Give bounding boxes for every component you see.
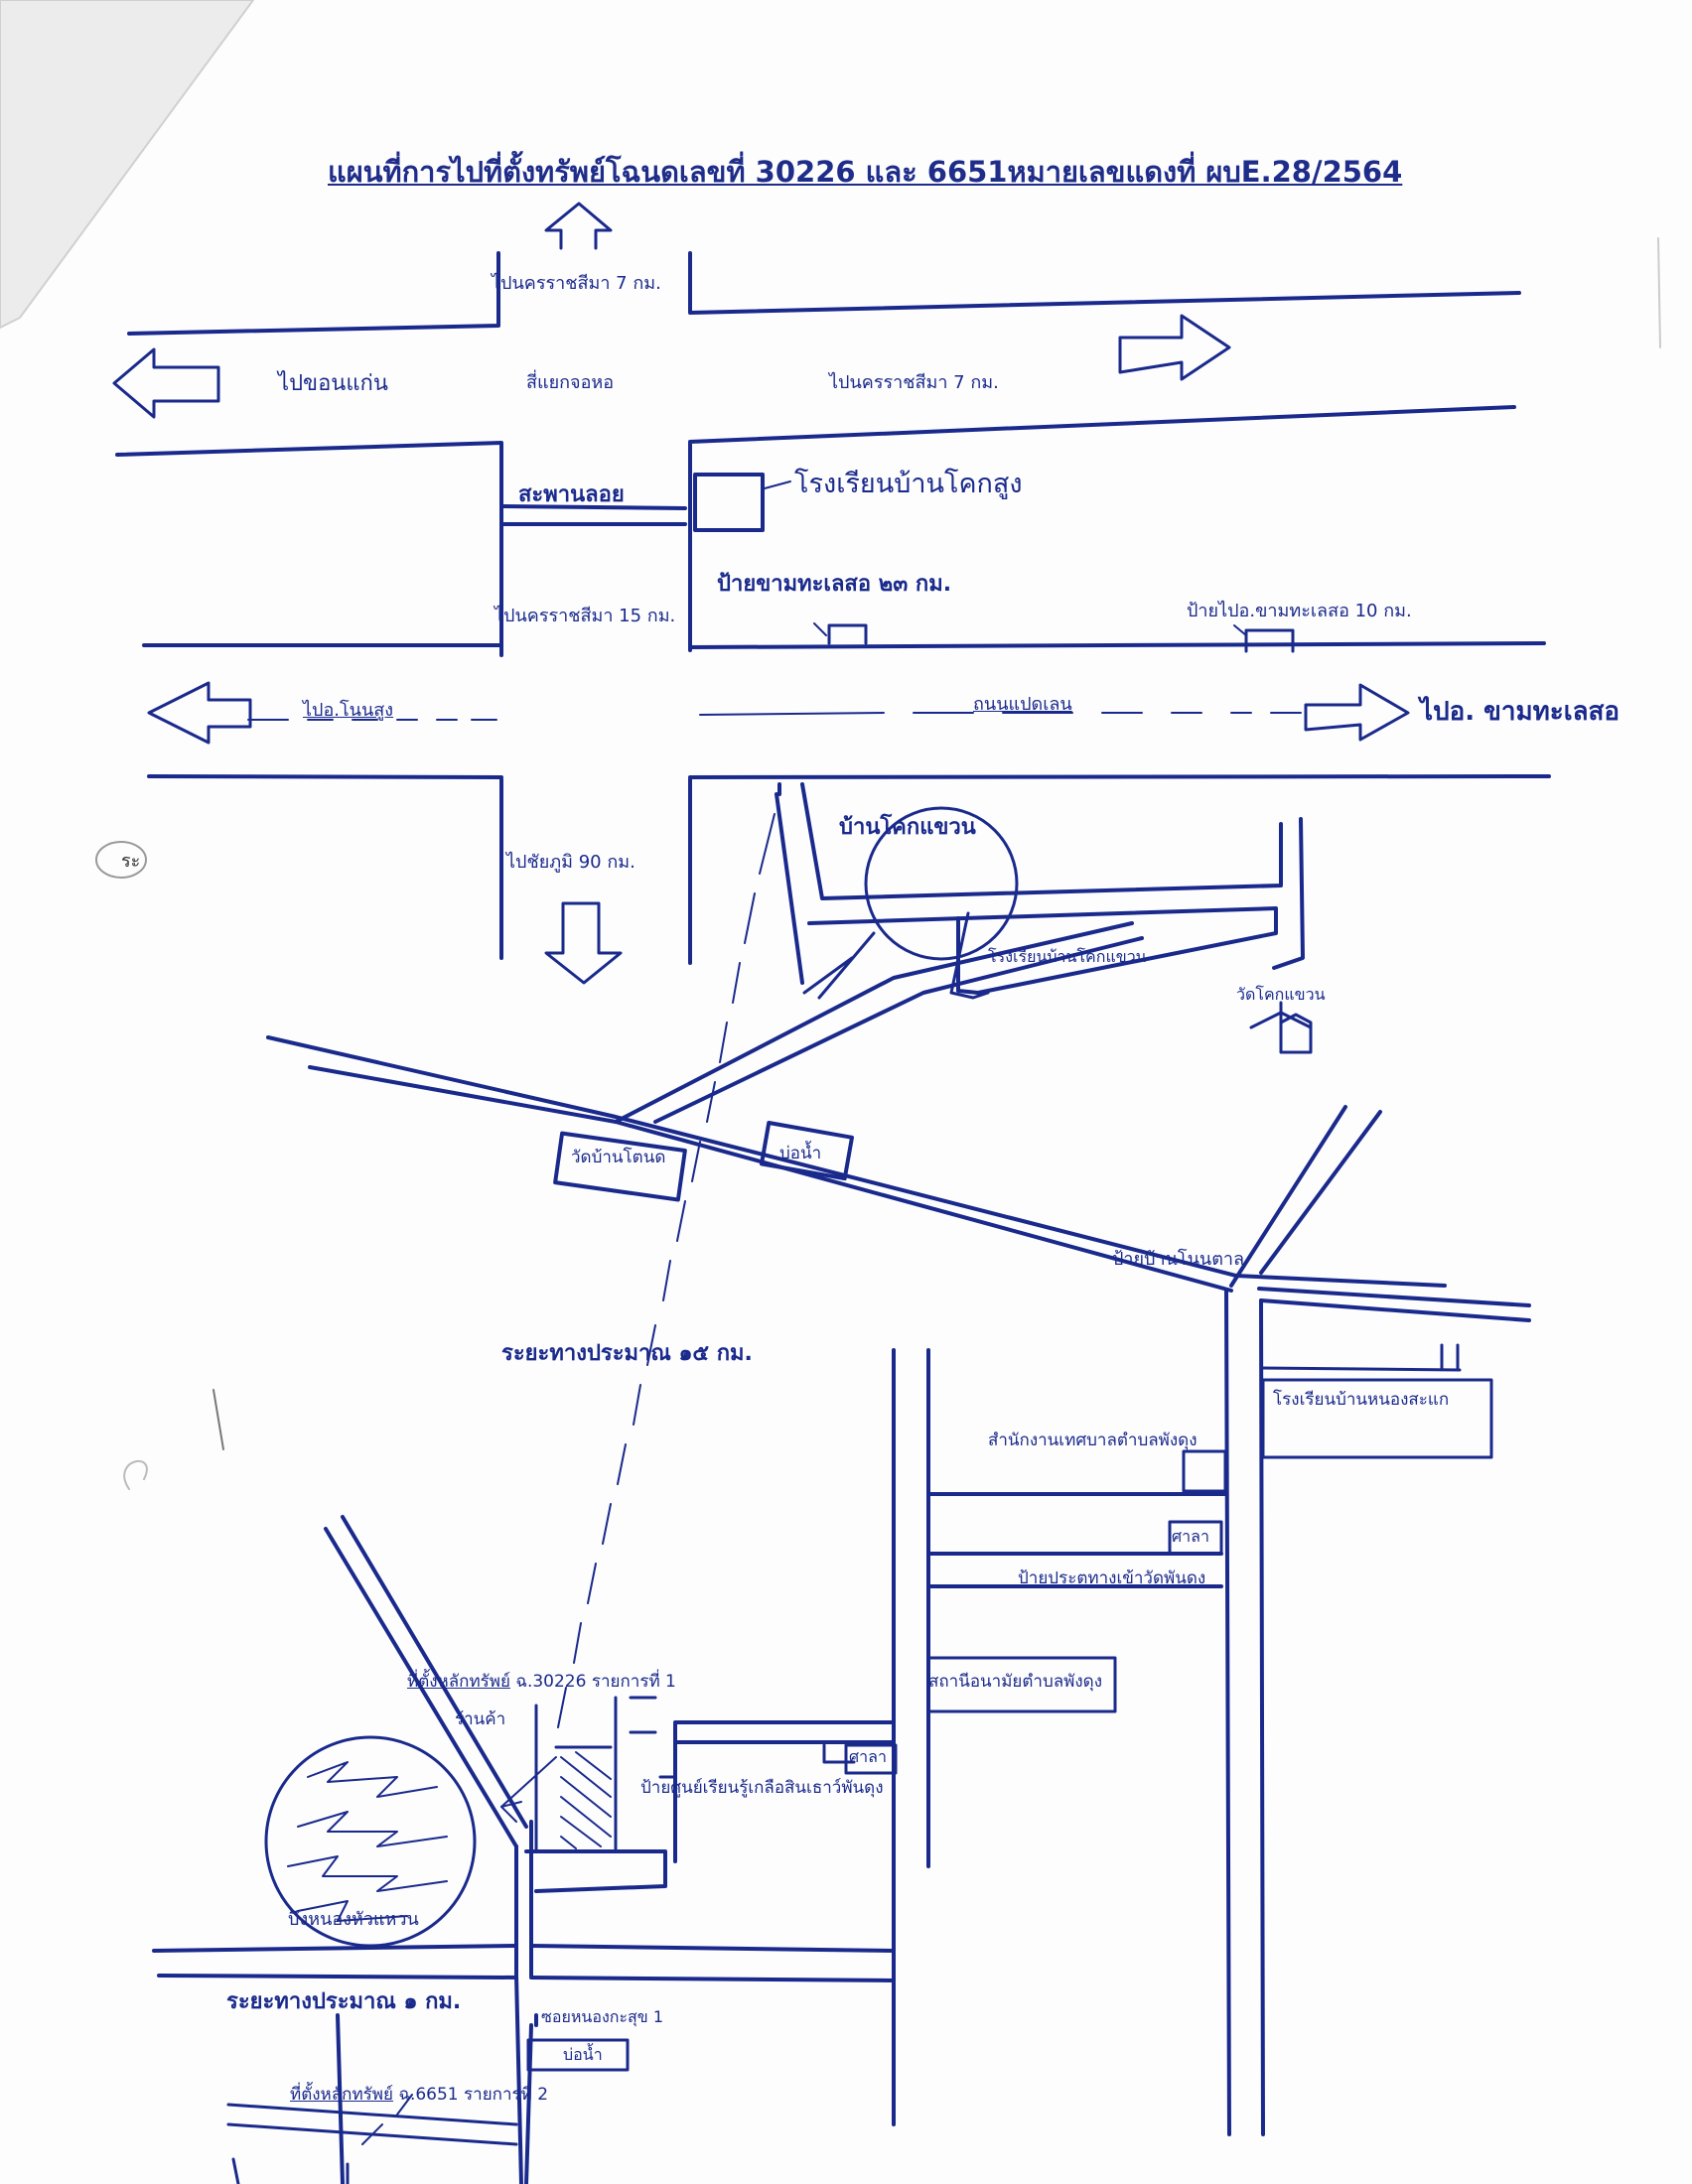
- label-learning-center-sign: ป้ายศูนย์เรียนรู้เกลือสินเธาว์พันดุง: [640, 1778, 884, 1798]
- label-health-station: สถานีอนามัยตำบลพังดุง: [928, 1672, 1103, 1692]
- road-vertical-main: [892, 1289, 1493, 2136]
- label-soi-nong-kasat: ซอยหนองกะสุข 1: [541, 2007, 663, 2026]
- label-floating-bridge: สะพานลอย: [518, 482, 625, 507]
- property-area: [324, 1515, 898, 2184]
- road-to-chaiyaphum: [499, 777, 692, 965]
- road-eight-lane: [142, 641, 1551, 779]
- label-sign-kham-thale-so: ป้ายขามทะเลสอ ๒๓ กม.: [717, 572, 952, 597]
- road-branch-north-east: [1229, 1105, 1531, 1322]
- label-sign-ban-non-tan: ป้ายบ้านโนนตาล: [1112, 1249, 1245, 1270]
- label-to-non-sung: ไปอ.โนนสูง: [303, 700, 394, 721]
- road-bottom: [152, 1944, 896, 2184]
- label-sala-1: ศาลา: [1172, 1527, 1209, 1546]
- label-school-khok-sung: โรงเรียนบ้านโคกสูง: [794, 469, 1023, 499]
- margin-ring: [95, 841, 147, 879]
- label-school-nong-sakae: โรงเรียนบ้านหนองสะแก: [1273, 1390, 1450, 1410]
- label-to-nakhon-top: ไปนครราชสีมา 7 กม.: [492, 273, 661, 294]
- label-to-chaiyaphum: ไปชัยภูมิ 90 กม.: [506, 852, 635, 873]
- label-property-2-suffix: ฉ.6651 รายการที่ 2: [392, 2085, 549, 2105]
- label-water-well-2: บ่อน้ำ: [563, 2045, 603, 2064]
- label-wat-khok-khwaen: วัดโคกแขวน: [1236, 985, 1326, 1004]
- label-sala-2: ศาลา: [849, 1747, 887, 1766]
- village-khok-khwaen: [775, 782, 1313, 1054]
- label-sign-to-kham-thale-so-10: ป้ายไปอ.ขามทะเลสอ 10 กม.: [1187, 601, 1412, 621]
- label-shop: ร้านค้า: [455, 1709, 506, 1729]
- arrow-up-icon: [544, 202, 613, 250]
- label-to-khon-kaen: ไปขอนแก่น: [278, 371, 388, 396]
- arrow-left-icon: [112, 347, 220, 419]
- label-ban-khok-khwaen: บ้านโคกแขวน: [839, 815, 976, 840]
- label-margin-mark: ระ: [121, 851, 141, 872]
- margin-marks: [123, 237, 1661, 1490]
- folded-corner: [0, 0, 255, 330]
- label-lake: บึงหนองหัวแหวน: [288, 1909, 419, 1930]
- label-school-khok-khwaen: โรงเรียนบ้านโคกแขวน: [988, 947, 1147, 966]
- label-distance-1: ระยะทางประมาณ ๑ กม.: [226, 1989, 462, 2014]
- road-diagonal: [266, 921, 1447, 1293]
- map-title: แผนที่การไปที่ตั้งทรัพย์โฉนดเลขที่ 30226…: [328, 155, 1403, 189]
- bridge-and-school-khok-sung: [499, 473, 791, 532]
- arrow-right-kham-thale-so-icon: [1304, 683, 1410, 742]
- lake-nong-hua-waen: [264, 1735, 477, 1948]
- label-intersection: สี่แยกจอหอ: [526, 372, 615, 393]
- label-property-1-prefix: ที่ตั้งหลักทรัพย์: [407, 1672, 510, 1692]
- label-municipal-office: สำนักงานเทศบาลตำบลพังดุง: [988, 1431, 1198, 1450]
- arrow-right-icon: [1118, 314, 1231, 381]
- label-to-nakhon-right: ไปนครราชสีมา 7 กม.: [829, 372, 999, 393]
- property-1-hatch: [560, 1751, 612, 1849]
- sign-boxes: [813, 622, 1295, 653]
- arrow-down-icon: [544, 901, 623, 985]
- label-distance-15: ระยะทางประมาณ ๑๕ กม.: [501, 1341, 753, 1366]
- label-property-1-suffix: ฉ.30226 รายการที่ 1: [509, 1672, 676, 1692]
- label-to-nakhon-15: ไปนครราชสีมา 15 กม.: [494, 606, 676, 626]
- label-property-1: ที่ตั้งหลักทรัพย์ ฉ.30226 รายการที่ 1: [407, 1668, 676, 1695]
- label-wat-ban-tanot: วัดบ้านโตนด: [571, 1148, 666, 1167]
- label-to-kham-thale-so: ไปอ. ขามทะเลสอ: [1420, 697, 1621, 727]
- label-water-well-1: บ่อน้ำ: [779, 1144, 822, 1163]
- road-jo-ho-intersection: [115, 251, 1521, 657]
- arrow-left-non-sung-icon: [147, 681, 252, 745]
- label-eight-lane-road: ถนนแปดเลน: [973, 694, 1072, 715]
- label-property-2: ที่ตั้งหลักทรัพย์ ฉ.6651 รายการที่ 2: [290, 2081, 548, 2108]
- label-property-2-prefix: ที่ตั้งหลักทรัพย์: [290, 2085, 393, 2105]
- label-temple-gate-sign: ป้ายประตูทางเข้าวัดพันดุง: [1018, 1569, 1206, 1588]
